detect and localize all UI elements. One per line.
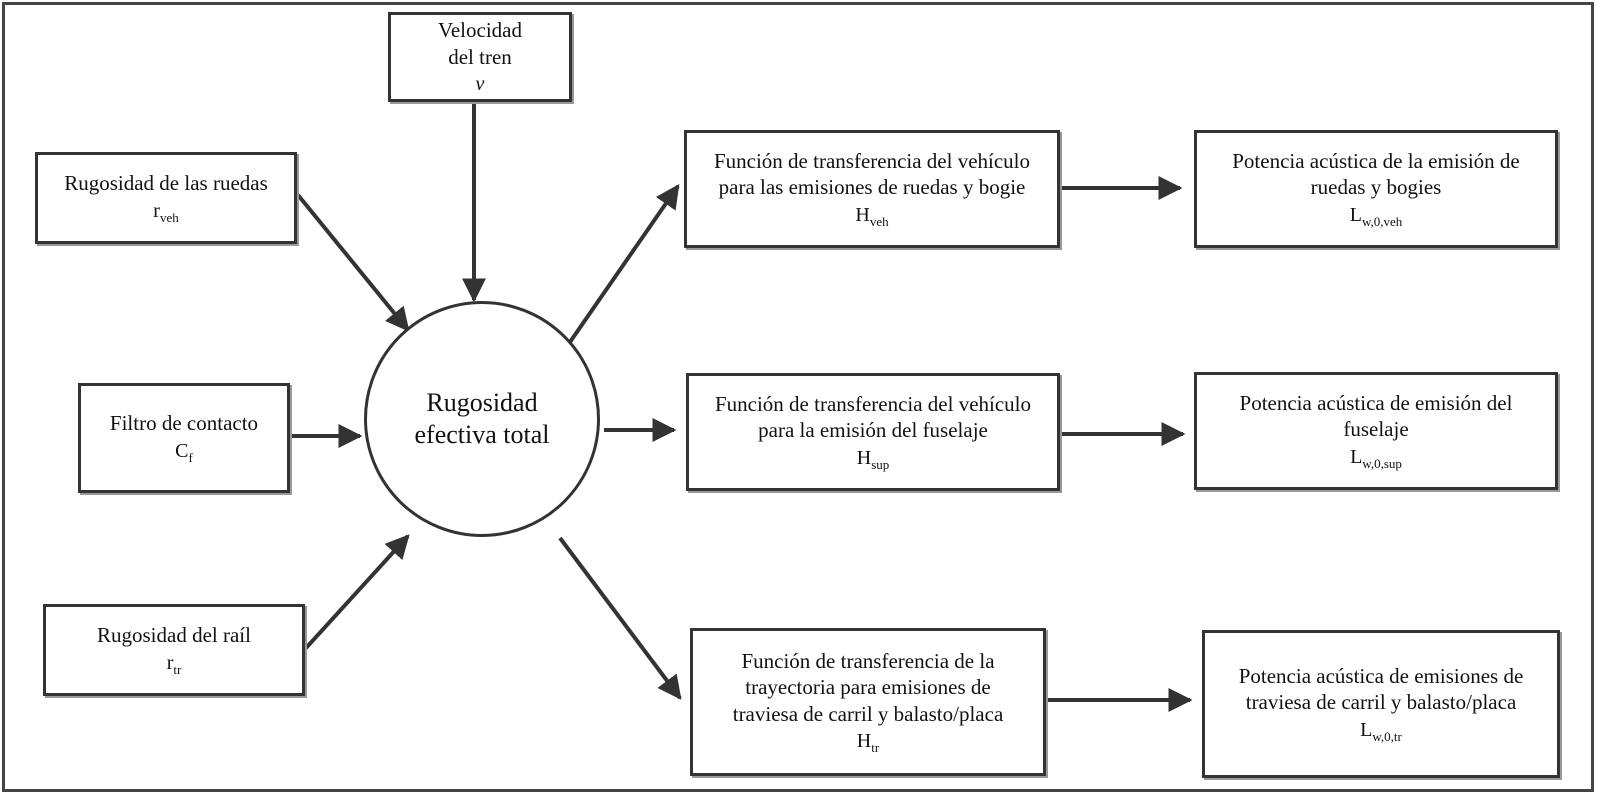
superstructure-transfer-box: Función de transferencia del vehículo pa… [686, 373, 1060, 491]
arrow-wheels-to-center [296, 193, 410, 332]
vehicle-transfer-symbol: Hveh [855, 203, 889, 229]
track-transfer-line3: traviesa de carril y balasto/placa [732, 701, 1004, 726]
superstructure-transfer-line1: Función de transferencia del vehículo [714, 392, 1032, 417]
rail-roughness-box: Rugosidad del raíl rtr [43, 604, 305, 696]
wheel-bogie-power-line2: ruedas y bogies [1310, 175, 1442, 200]
vehicle-transfer-line2: para las emisiones de ruedas y bogie [718, 175, 1026, 200]
speed-symbol: v [475, 72, 485, 95]
arrow-center-to-track [558, 536, 682, 700]
rail-roughness-symbol: rtr [166, 651, 182, 677]
vehicle-transfer-box: Función de transferencia del vehículo pa… [684, 130, 1060, 248]
track-transfer-line1: Función de transferencia de la [741, 649, 995, 673]
speed-line2: del tren [448, 44, 512, 69]
track-transfer-symbol: Htr [856, 729, 880, 755]
track-power-symbol: Lw,0,tr [1360, 718, 1402, 744]
contact-filter-symbol: Cf [175, 439, 193, 465]
speed-line1: Velocidad [438, 18, 522, 43]
contact-filter-label: Filtro de contacto [109, 411, 259, 436]
fuselage-power-box: Potencia acústica de emisión del fuselaj… [1194, 372, 1558, 490]
fuselage-power-line2: fuselaje [1343, 417, 1409, 442]
wheel-roughness-label: Rugosidad de las ruedas [64, 171, 268, 196]
track-power-line1: Potencia acústica de emisiones de [1238, 664, 1524, 689]
total-effective-roughness-node: Rugosidad efectiva total [364, 301, 600, 537]
superstructure-transfer-line2: para la emisión del fuselaje [758, 418, 988, 443]
speed-box: Velocidad del tren v [388, 12, 572, 102]
wheel-bogie-power-symbol: Lw,0,veh [1349, 203, 1403, 229]
fuselage-power-line1: Potencia acústica de emisión del [1239, 391, 1513, 416]
track-transfer-line2: trayectoria para emisiones de [745, 675, 991, 700]
wheel-roughness-box: Rugosidad de las ruedas rveh [35, 152, 297, 244]
center-line2: efectiva total [414, 420, 550, 449]
arrow-center-to-vehicle [568, 184, 680, 344]
arrow-rail-to-center [304, 534, 410, 650]
superstructure-transfer-symbol: Hsup [856, 446, 890, 472]
wheel-roughness-symbol: rveh [153, 199, 179, 225]
wheel-bogie-power-box: Potencia acústica de la emisión de rueda… [1194, 130, 1558, 248]
wheel-bogie-power-line1: Potencia acústica de la emisión de [1232, 149, 1520, 174]
track-power-line2: traviesa de carril y balasto/placa [1245, 690, 1517, 715]
track-power-box: Potencia acústica de emisiones de travie… [1202, 630, 1560, 778]
fuselage-power-symbol: Lw,0,sup [1350, 445, 1402, 471]
vehicle-transfer-line1: Función de transferencia del vehículo [713, 149, 1031, 174]
track-transfer-box: Función de transferencia de la trayector… [690, 628, 1046, 776]
contact-filter-box: Filtro de contacto Cf [78, 383, 290, 493]
center-line1: Rugosidad [426, 387, 538, 417]
rail-roughness-label: Rugosidad del raíl [97, 623, 251, 648]
